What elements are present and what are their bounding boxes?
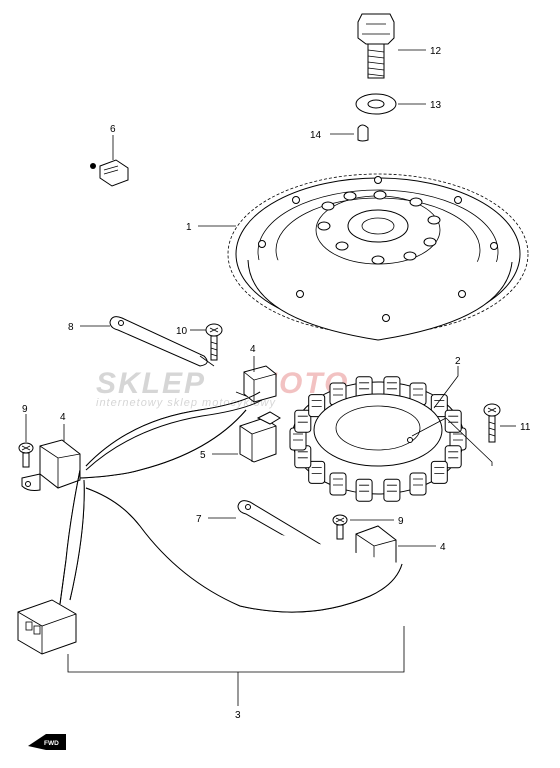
stator-winding-line bbox=[333, 478, 343, 486]
connector-4-upper[interactable] bbox=[235, 365, 277, 403]
stator-pole bbox=[383, 478, 401, 502]
callout-4-upper: 4 bbox=[250, 344, 256, 355]
stator-winding-line bbox=[297, 451, 308, 459]
callout-5: 5 bbox=[200, 450, 206, 461]
clamp-8[interactable] bbox=[109, 316, 215, 367]
callout-13: 13 bbox=[430, 100, 442, 111]
callout-12: 12 bbox=[430, 46, 442, 57]
callout-11: 11 bbox=[520, 422, 531, 433]
screw-10[interactable] bbox=[205, 323, 223, 361]
stator-pole bbox=[444, 445, 462, 469]
callout-10: 10 bbox=[176, 326, 188, 337]
stator-winding-line bbox=[413, 388, 423, 396]
stator-winding-line bbox=[413, 478, 423, 486]
stator-winding-line bbox=[333, 388, 343, 396]
stator-winding-line bbox=[386, 484, 397, 492]
callout-labels: 12 13 14 6 1 8 10 4 2 9 4 11 5 7 9 4 3 bbox=[22, 46, 531, 721]
key-14[interactable] bbox=[357, 124, 369, 142]
wire-harness-3[interactable] bbox=[59, 391, 403, 613]
callout-4-left: 4 bbox=[60, 412, 66, 423]
stator-winding-line bbox=[386, 382, 397, 390]
callout-3: 3 bbox=[235, 710, 241, 721]
stator-pole bbox=[444, 409, 462, 433]
bolt-12[interactable] bbox=[357, 13, 395, 79]
flywheel-holes bbox=[258, 176, 498, 322]
stator-pole bbox=[430, 460, 448, 484]
callout-9-left: 9 bbox=[22, 404, 28, 415]
stator-winding-line bbox=[293, 433, 303, 441]
stator-winding-line bbox=[311, 467, 322, 474]
stator-winding-line bbox=[448, 451, 459, 459]
fwd-badge: FWD bbox=[28, 734, 66, 750]
stator-winding-line bbox=[311, 400, 322, 407]
stator-pole bbox=[355, 478, 373, 502]
stator-winding-line bbox=[434, 467, 445, 474]
callout-6: 6 bbox=[110, 124, 116, 135]
stator-pole bbox=[409, 472, 427, 496]
stator-pole bbox=[430, 394, 448, 418]
stator-pole bbox=[294, 409, 312, 433]
flywheel-1[interactable] bbox=[227, 173, 529, 341]
callout-7: 7 bbox=[196, 514, 202, 525]
screw-11[interactable] bbox=[483, 403, 501, 443]
stator-winding-line bbox=[359, 484, 370, 492]
stator-pole bbox=[329, 472, 347, 496]
callout-14: 14 bbox=[310, 130, 322, 141]
callout-2: 2 bbox=[455, 356, 461, 367]
stator-poles bbox=[289, 376, 467, 502]
stator-2[interactable] bbox=[289, 376, 467, 502]
watermark-main-left: SKLEP bbox=[96, 367, 206, 400]
screw-9-right[interactable] bbox=[332, 514, 348, 540]
callout-4-right: 4 bbox=[440, 542, 446, 553]
stator-pole bbox=[308, 460, 326, 484]
screw-9-left[interactable] bbox=[18, 442, 34, 468]
callout-9-right: 9 bbox=[398, 516, 404, 527]
washer-13[interactable] bbox=[355, 93, 397, 115]
stator-winding-line bbox=[359, 382, 370, 390]
callout-1: 1 bbox=[186, 222, 192, 233]
harness-connector[interactable] bbox=[17, 599, 77, 655]
stator-winding-line bbox=[297, 415, 308, 423]
connector-5[interactable] bbox=[239, 411, 281, 463]
fwd-label: FWD bbox=[44, 740, 59, 747]
watermark-subtitle: internetowy sklep motocyklowy bbox=[96, 397, 277, 409]
stator-winding-line bbox=[453, 433, 463, 441]
clip-6[interactable] bbox=[90, 159, 129, 187]
connector-4-left[interactable] bbox=[21, 439, 81, 491]
stator-pole bbox=[308, 394, 326, 418]
leader-lines bbox=[25, 49, 516, 706]
callout-8: 8 bbox=[68, 322, 74, 333]
